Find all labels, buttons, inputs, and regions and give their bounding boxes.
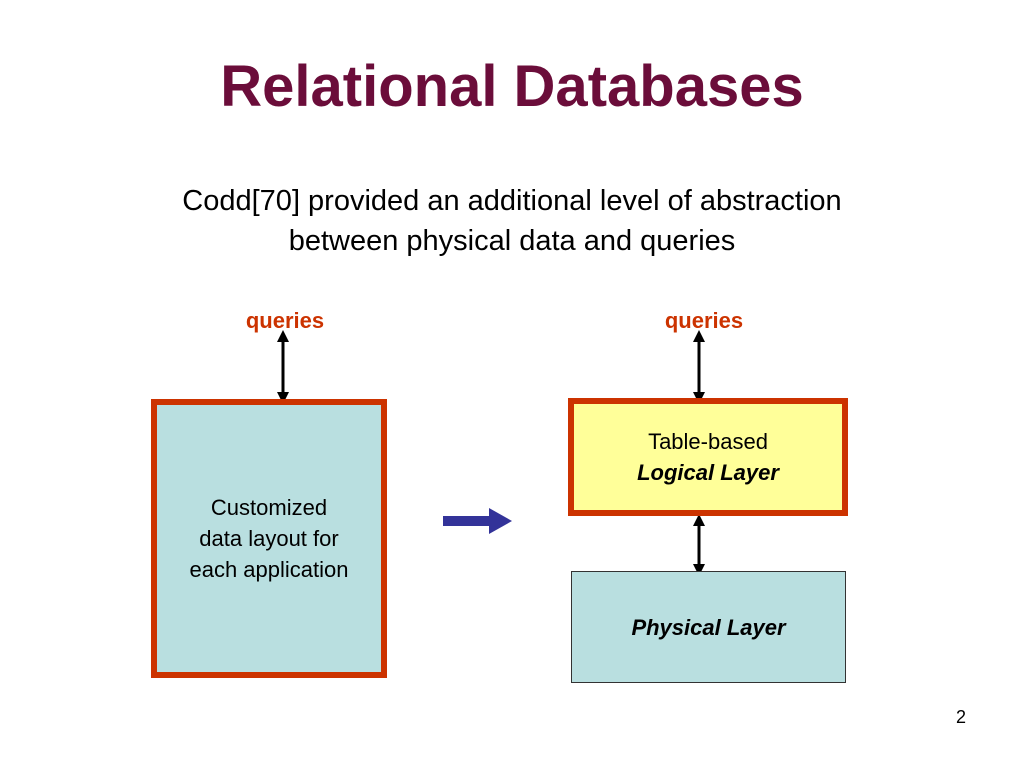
subtitle-line-2: between physical data and queries	[288, 225, 736, 257]
customized-line-2: data layout for	[199, 526, 339, 551]
right-queries-label: queries	[664, 308, 744, 333]
transform-arrow	[443, 508, 512, 534]
logical-line-2: Logical Layer	[637, 460, 779, 485]
slide-subtitle: Codd[70] provided an additional level of…	[0, 181, 1024, 261]
physical-layer-box: Physical Layer	[571, 571, 846, 683]
left-queries-label: queries	[245, 308, 325, 333]
subtitle-line-1: Codd[70] provided an additional level of…	[182, 185, 842, 217]
customized-line-1: Customized	[210, 495, 328, 520]
logical-line-1: Table-based	[648, 429, 768, 454]
customized-line-3: each application	[189, 557, 349, 582]
physical-layer-label: Physical Layer	[631, 614, 786, 640]
slide-title: Relational Databases	[220, 54, 804, 119]
customized-layout-box: Customized data layout for each applicat…	[151, 399, 387, 678]
page-number: 2	[955, 707, 966, 727]
logical-layer-box: Table-based Logical Layer	[568, 398, 848, 516]
